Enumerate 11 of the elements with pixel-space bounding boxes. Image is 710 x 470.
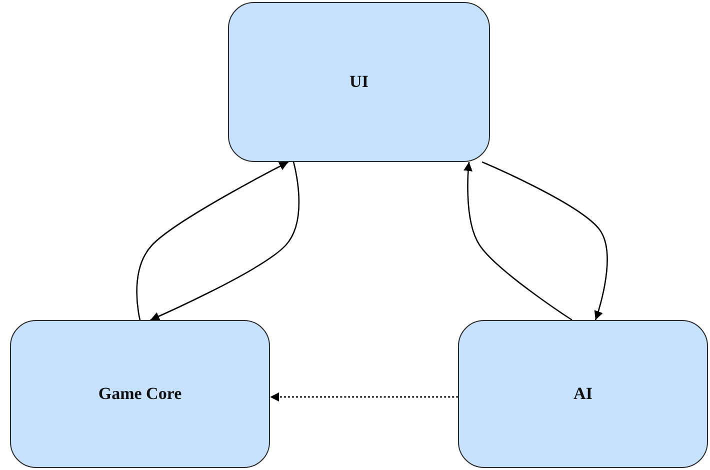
rounded-box — [228, 2, 490, 162]
dotted-arrow — [270, 392, 458, 402]
node-label: UI — [350, 72, 368, 92]
curved-arrow — [482, 161, 608, 320]
node-label: Game Core — [98, 384, 182, 404]
curved-arrow — [464, 162, 572, 321]
curved-arrow — [136, 161, 289, 320]
node-label: AI — [574, 384, 592, 404]
rounded-box — [458, 320, 708, 468]
rounded-box — [10, 320, 270, 468]
curved-arrow — [150, 162, 300, 321]
